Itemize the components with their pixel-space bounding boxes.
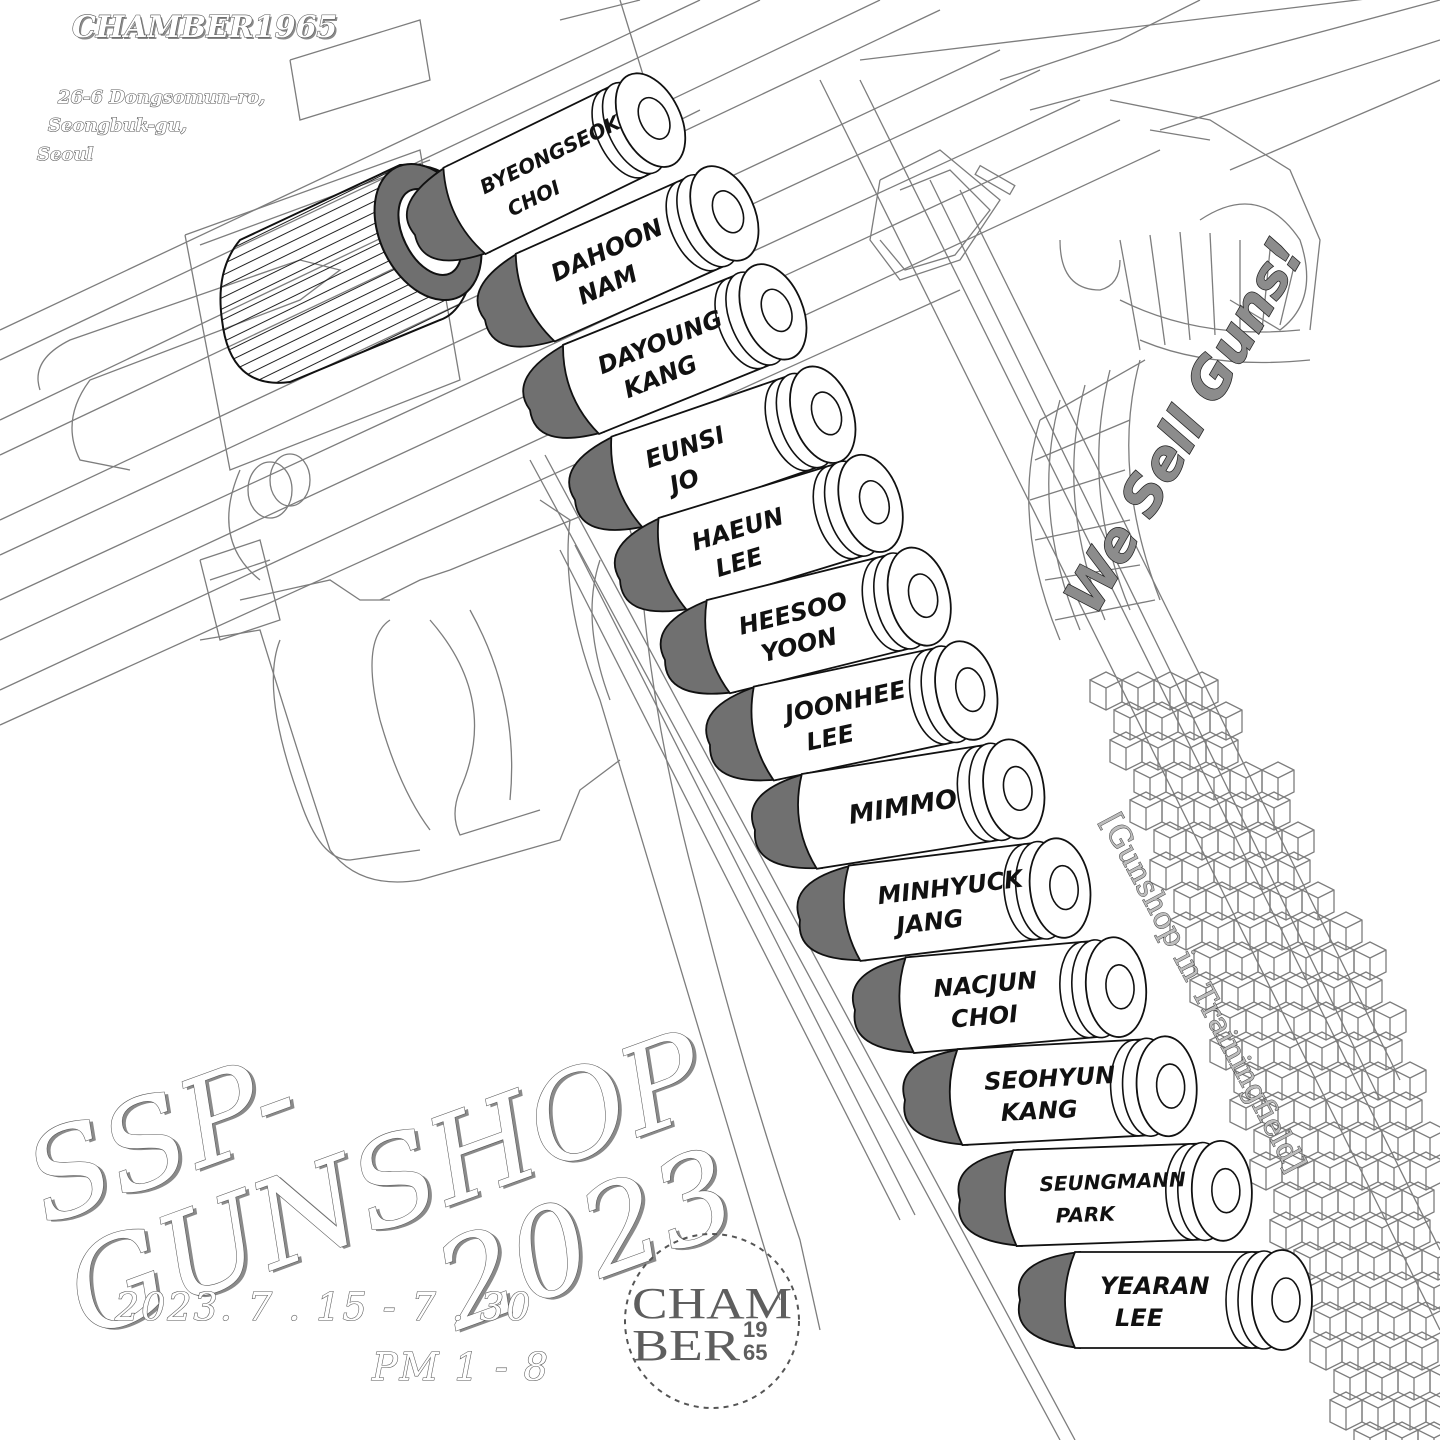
artist-first-name: SEOHYUN: [983, 1061, 1115, 1096]
artist-first-name: YEARAN: [1100, 1272, 1210, 1300]
address-line-3: Seoul: [37, 144, 94, 165]
bullet-13: YEARAN LEE: [1017, 1249, 1313, 1351]
address-line-1: 26-6 Dongsomun-ro,: [57, 87, 265, 108]
event-dates: 2023. 7 . 15 - 7 . 30 PM 1 - 8: [113, 1284, 550, 1389]
artist-last-name: KANG: [1000, 1095, 1078, 1127]
date-range: 2023. 7 . 15 - 7 . 30: [114, 1285, 532, 1329]
opening-hours: PM 1 - 8: [371, 1345, 550, 1389]
bullet-8: MIMMO: [751, 738, 1046, 870]
venue-name: CHAMBER1965: [72, 10, 337, 45]
artist-last-name: LEE: [1115, 1304, 1164, 1332]
venue-name-shadow: CHAMBER1965: [74, 12, 339, 47]
tagline: We Sell Guns!: [1051, 227, 1317, 624]
address-line-2: Seongbuk-gu,: [48, 115, 187, 136]
venue-block: CHAMBER1965 CHAMBER1965 26-6 Dongsomun-r…: [36, 9, 339, 165]
bullet-12: SEUNGMANN PARK: [957, 1139, 1253, 1247]
logo-year-bottom: 65: [743, 1340, 767, 1365]
grip-texture: [1089, 671, 1440, 1440]
tagline-text: We Sell Guns!: [1052, 228, 1317, 624]
artist-first-name: SEUNGMANN: [1039, 1167, 1186, 1196]
artist-last-name: PARK: [1055, 1202, 1117, 1228]
logo-line-2: BER: [632, 1321, 741, 1370]
artist-last-name: CHOI: [950, 1000, 1019, 1034]
chamber-logo: CHAM BER 19 65: [624, 1233, 800, 1409]
bullet-list: BYEONGSEOKCHOIDAHOONNAMDAYOUNGKANGEUNSIJ…: [406, 72, 1313, 1351]
logo-year-top: 19: [743, 1317, 767, 1342]
logo-line-1: CHAM: [632, 1279, 792, 1328]
